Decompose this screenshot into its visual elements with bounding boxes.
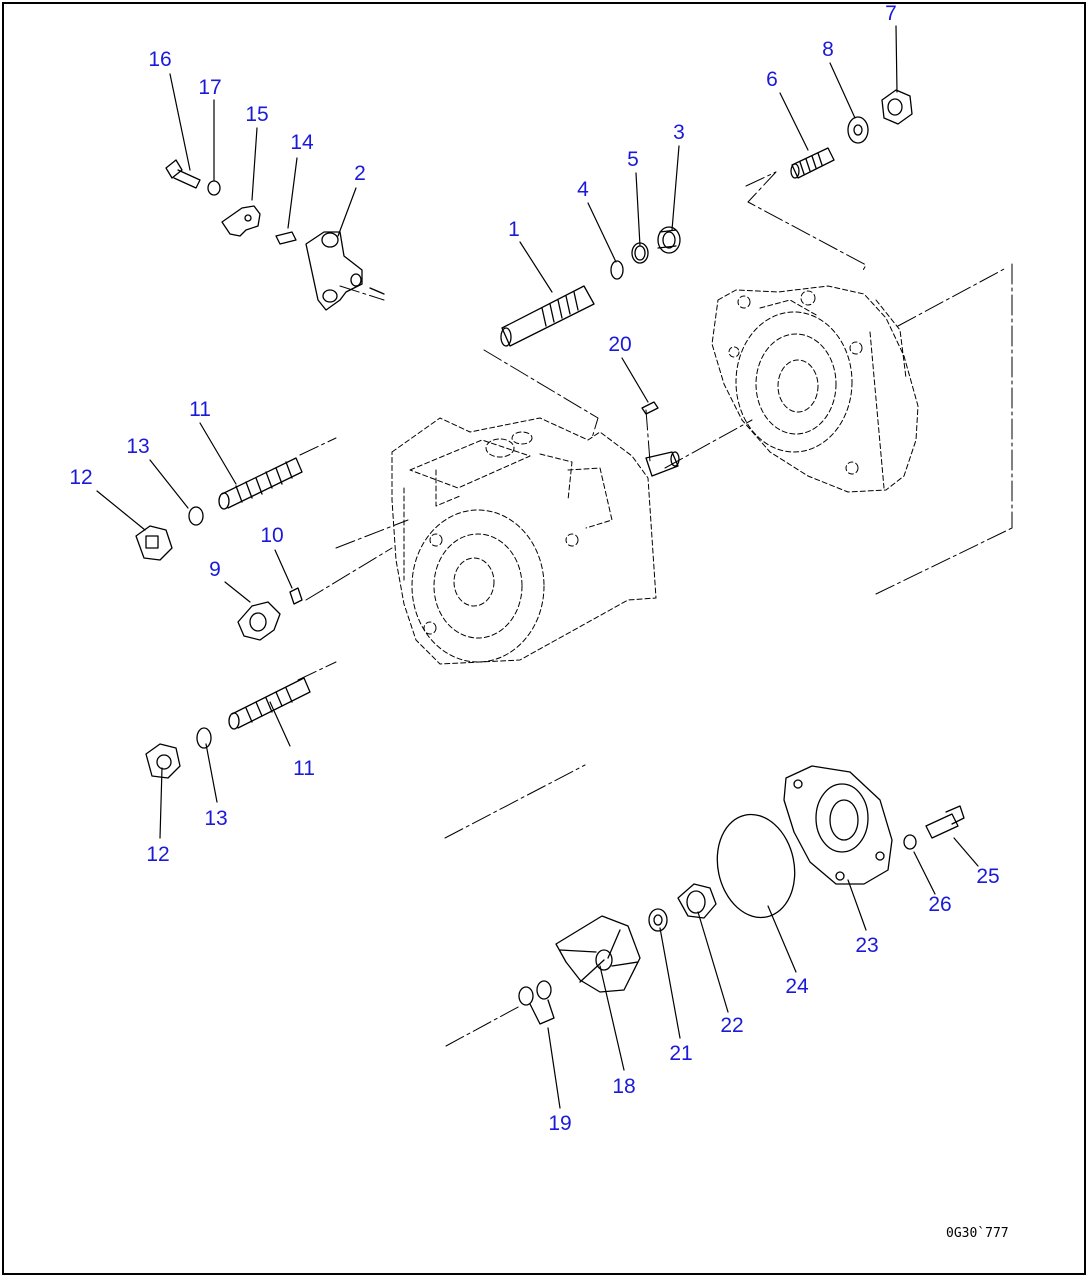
o-ring-part-13-lower xyxy=(196,727,212,749)
washer-part-26 xyxy=(903,834,917,850)
spring-part-11-lower xyxy=(228,677,311,730)
cover-part-23 xyxy=(783,765,893,885)
spring-part-11-upper xyxy=(218,457,303,510)
callout-23: 23 xyxy=(855,934,879,957)
nut-part-7 xyxy=(881,89,913,125)
callout-22: 22 xyxy=(720,1014,744,1037)
callout-16: 16 xyxy=(148,48,172,71)
callout-14: 14 xyxy=(290,131,314,154)
bolt-part-25 xyxy=(925,805,965,839)
callout-12-lower: 12 xyxy=(146,843,170,866)
collar-part-22 xyxy=(677,883,717,919)
spool-part-1 xyxy=(500,285,595,347)
callout-21: 21 xyxy=(669,1042,693,1065)
pin-part-10 xyxy=(289,587,303,605)
o-ring-part-17 xyxy=(207,180,221,196)
pin-part-14 xyxy=(275,231,297,245)
plug-part-12-lower xyxy=(145,743,181,779)
screw-part-6 xyxy=(790,147,835,179)
ring-part-5-inner xyxy=(634,245,646,261)
callout-20: 20 xyxy=(608,333,632,356)
callout-6: 6 xyxy=(766,68,778,91)
callout-13-lower: 13 xyxy=(204,807,228,830)
plug-part-12-upper xyxy=(135,525,173,561)
callout-26: 26 xyxy=(928,893,952,916)
callout-15: 15 xyxy=(245,103,269,126)
callout-7: 7 xyxy=(885,2,897,25)
callout-9: 9 xyxy=(209,558,221,581)
ring-part-5 xyxy=(631,242,649,264)
lever-part-15 xyxy=(221,205,261,237)
leader-lines xyxy=(96,25,979,1109)
valve-body-ghost xyxy=(391,417,657,665)
o-ring-part-13-upper xyxy=(188,506,204,526)
callout-12-upper: 12 xyxy=(69,466,93,489)
bolt-part-16 xyxy=(165,159,201,189)
washer-part-8 xyxy=(847,116,869,144)
washer-part-8-hole xyxy=(853,124,863,136)
callout-19: 19 xyxy=(548,1112,572,1135)
callout-2: 2 xyxy=(354,162,366,185)
nut-part-21 xyxy=(648,908,668,932)
callout-24: 24 xyxy=(785,975,809,998)
callout-3: 3 xyxy=(673,121,685,144)
pin-part-20 xyxy=(641,401,680,477)
block-part-2 xyxy=(305,231,385,311)
nut-part-3 xyxy=(657,226,681,254)
assembly-axes xyxy=(297,171,1013,1047)
drawing-code: 0G30`777 xyxy=(946,1226,1009,1241)
lock-part-19 xyxy=(518,980,555,1025)
callout-10: 10 xyxy=(260,524,284,547)
callout-25: 25 xyxy=(976,865,1000,888)
callout-13-upper: 13 xyxy=(126,435,150,458)
callout-4: 4 xyxy=(577,178,589,201)
callout-17: 17 xyxy=(198,76,222,99)
callout-8: 8 xyxy=(822,38,834,61)
o-ring-part-24 xyxy=(716,813,796,919)
callout-1: 1 xyxy=(508,218,520,241)
o-ring-part-4 xyxy=(610,260,624,280)
callout-11-lower: 11 xyxy=(293,757,315,780)
callout-18: 18 xyxy=(612,1075,636,1098)
callout-5: 5 xyxy=(627,148,639,171)
impeller-part-18 xyxy=(555,915,641,993)
callout-11-upper: 11 xyxy=(189,398,211,421)
rear-housing-ghost xyxy=(711,285,919,493)
fitting-part-9 xyxy=(237,601,281,641)
